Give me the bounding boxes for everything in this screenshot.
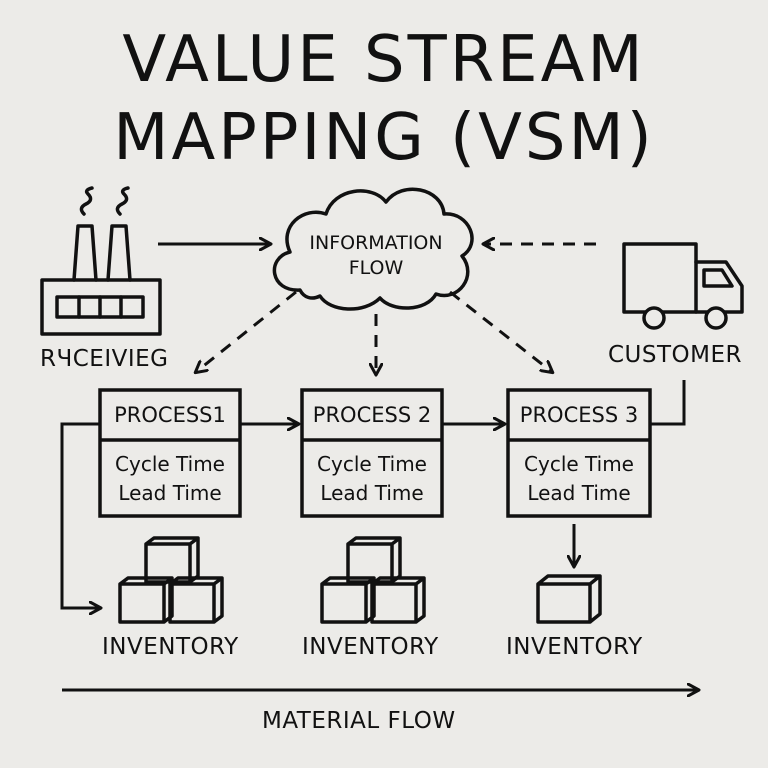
inventory-label: INVENTORY bbox=[102, 634, 239, 660]
inventory-label: INVENTORY bbox=[302, 634, 439, 660]
process-cycle-time: Cycle Time bbox=[524, 452, 634, 476]
cloud-icon bbox=[272, 187, 474, 311]
material-flow-label: MATERIAL FLOW bbox=[262, 708, 456, 734]
process-lead-time: Lead Time bbox=[527, 481, 631, 505]
process-box-1 bbox=[98, 388, 242, 518]
page-title-line-2: MAPPING (VSM) bbox=[113, 101, 655, 175]
process-box-2 bbox=[300, 388, 444, 518]
information-flow-line-1: INFORMATION bbox=[309, 232, 443, 254]
supplier-label: RЧCEIVIEG bbox=[40, 346, 169, 372]
process-lead-time: Lead Time bbox=[118, 481, 222, 505]
information-flow-label: INFORMATION FLOW bbox=[300, 231, 452, 280]
factory-icon bbox=[40, 186, 162, 336]
process-lead-time: Lead Time bbox=[320, 481, 424, 505]
process-title: PROCESS 3 bbox=[519, 403, 639, 427]
boxes-stack-icon bbox=[320, 536, 426, 624]
process-cycle-time: Cycle Time bbox=[115, 452, 225, 476]
page-title-line-1: VALUE STREAM bbox=[122, 23, 646, 97]
process-box-3 bbox=[506, 388, 652, 518]
customer-label: CUSTOMER bbox=[608, 342, 743, 368]
information-flow-line-2: FLOW bbox=[348, 256, 404, 279]
process-title: PROCESS1 bbox=[114, 403, 226, 427]
box-icon bbox=[536, 574, 602, 624]
boxes-stack-icon bbox=[118, 536, 224, 624]
process-title: PROCESS 2 bbox=[312, 403, 432, 427]
process-cycle-time: Cycle Time bbox=[317, 452, 427, 476]
inventory-label: INVENTORY bbox=[506, 634, 643, 660]
truck-icon bbox=[622, 242, 744, 330]
